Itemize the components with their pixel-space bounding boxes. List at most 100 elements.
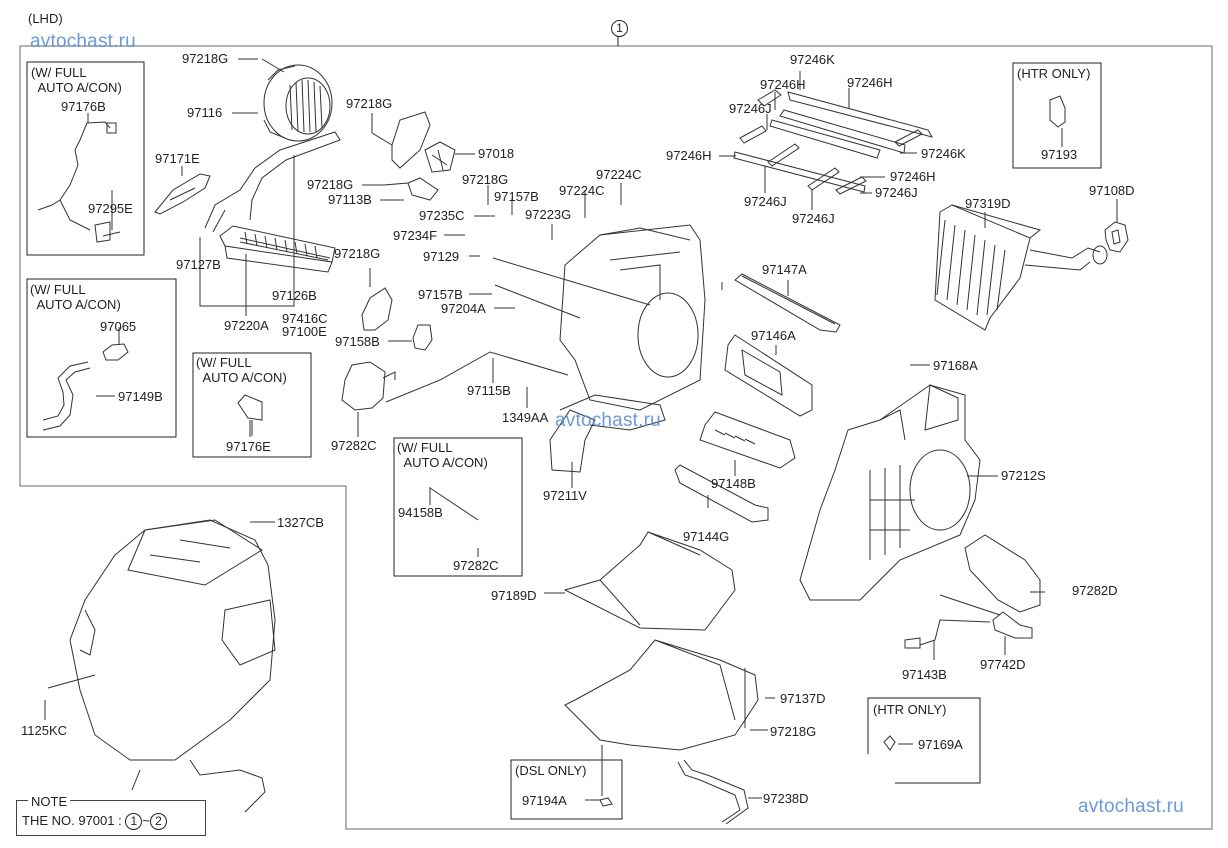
part-label[interactable]: 97220A bbox=[224, 318, 269, 333]
part-label[interactable]: 97193 bbox=[1041, 147, 1078, 162]
part-97113B-drawing bbox=[383, 177, 439, 201]
part-label[interactable]: 97065 bbox=[100, 319, 137, 334]
part-label[interactable]: 97116 bbox=[187, 105, 223, 120]
part-label[interactable]: 1327CB bbox=[277, 515, 324, 530]
option-box-title: (W/ FULL AUTO A/CON) bbox=[397, 440, 488, 470]
part-label[interactable]: 97137D bbox=[780, 691, 826, 706]
part-label[interactable]: 97246K bbox=[790, 52, 835, 67]
part-label[interactable]: 97176B bbox=[61, 99, 106, 114]
option-box-htr-only-2 bbox=[867, 697, 981, 784]
option-box-full-auto-1 bbox=[26, 61, 145, 256]
note-range-start: 1 bbox=[125, 813, 143, 830]
watermark: avtochast.ru bbox=[1078, 796, 1184, 817]
hose-97149B-drawing bbox=[42, 361, 91, 431]
option-box-title: (W/ FULL AUTO A/CON) bbox=[31, 65, 122, 95]
part-label[interactable]: 97169A bbox=[918, 737, 963, 752]
part-label[interactable]: 97211V bbox=[543, 488, 587, 503]
part-label[interactable]: 97194A bbox=[522, 793, 567, 808]
part-label[interactable]: 97224C bbox=[596, 167, 642, 182]
actuator-97416C-drawing bbox=[361, 268, 393, 331]
option-box-title: (HTR ONLY) bbox=[873, 702, 947, 717]
part-label[interactable]: 1125KC bbox=[21, 723, 68, 738]
part-label[interactable]: 97218G bbox=[182, 51, 229, 66]
actuator-97282C-drawing bbox=[341, 351, 569, 411]
part-label[interactable]: 1349AA bbox=[502, 410, 549, 425]
part-label[interactable]: 97212S bbox=[1001, 468, 1046, 483]
case-97212S-drawing bbox=[799, 384, 981, 601]
part-label[interactable]: 97234F bbox=[393, 228, 438, 243]
part-label[interactable]: 97127B bbox=[176, 257, 221, 272]
part-label[interactable]: 97218G bbox=[307, 177, 354, 192]
part-label[interactable]: 97147A bbox=[762, 262, 807, 277]
heater-pipe-drawing bbox=[204, 131, 341, 233]
part-label[interactable]: 97157B bbox=[418, 287, 463, 302]
part-label[interactable]: 97148B bbox=[711, 476, 756, 491]
part-label[interactable]: 97246H bbox=[666, 148, 712, 163]
actuator-plate-drawing bbox=[371, 111, 431, 169]
part-label[interactable]: 97282C bbox=[453, 558, 499, 573]
part-label[interactable]: 97146A bbox=[751, 328, 796, 343]
part-label[interactable]: 97018 bbox=[478, 146, 515, 161]
part-label[interactable]: 97224C bbox=[559, 183, 605, 198]
part-label[interactable]: 97144G bbox=[683, 529, 730, 544]
part-97169A-drawing bbox=[883, 735, 896, 751]
part-label[interactable]: 97129 bbox=[423, 249, 460, 264]
part-label[interactable]: 97246J bbox=[744, 194, 787, 209]
callout-number: 1 bbox=[611, 20, 628, 37]
part-label[interactable]: 97223G bbox=[525, 207, 572, 222]
part-label[interactable]: 97246J bbox=[792, 211, 835, 226]
note-prefix: THE NO. 97001 : bbox=[22, 813, 122, 828]
part-label[interactable]: 94158B bbox=[398, 505, 443, 520]
option-box-full-auto-4 bbox=[393, 437, 523, 577]
note-range-sep: ~ bbox=[142, 813, 150, 828]
part-label[interactable]: 97189D bbox=[491, 588, 537, 603]
part-label[interactable]: 97238D bbox=[763, 791, 809, 806]
part-label[interactable]: 97126B bbox=[272, 288, 317, 303]
drive-side-label: (LHD) bbox=[28, 11, 63, 26]
part-label[interactable]: 97218G bbox=[346, 96, 393, 111]
note-title: NOTE bbox=[28, 794, 71, 809]
part-label[interactable]: 97176E bbox=[226, 439, 271, 454]
part-label[interactable]: 97235C bbox=[419, 208, 465, 223]
part-label[interactable]: 97416C bbox=[282, 311, 328, 326]
part-label[interactable]: 97218G bbox=[462, 172, 509, 187]
part-label[interactable]: 97282C bbox=[331, 438, 377, 453]
part-label[interactable]: 97100E bbox=[282, 324, 327, 339]
duct-97282D-drawing bbox=[964, 534, 1041, 613]
part-97158B-drawing bbox=[412, 324, 433, 351]
part-label[interactable]: 97204A bbox=[441, 301, 486, 316]
part-label[interactable]: 97246J bbox=[729, 101, 772, 116]
part-label[interactable]: 97246H bbox=[847, 75, 893, 90]
part-label[interactable]: 97246H bbox=[760, 77, 806, 92]
door-97146A-drawing bbox=[724, 334, 813, 417]
wiring-97176B-drawing bbox=[37, 121, 111, 231]
part-label[interactable]: 97218G bbox=[334, 246, 381, 261]
watermark: avtochast.ru bbox=[555, 410, 661, 431]
part-label[interactable]: 97115B bbox=[467, 383, 511, 398]
part-label[interactable]: 97246H bbox=[890, 169, 936, 184]
part-97194A-drawing bbox=[599, 745, 613, 807]
part-label[interactable]: 97108D bbox=[1089, 183, 1135, 198]
part-label[interactable]: 97157B bbox=[494, 189, 539, 204]
part-97065-drawing bbox=[102, 343, 129, 361]
part-label[interactable]: 97246J bbox=[875, 185, 918, 200]
part-label[interactable]: 97295E bbox=[88, 201, 133, 216]
assembly-callout: 1 bbox=[611, 19, 628, 37]
part-label[interactable]: 97742D bbox=[980, 657, 1026, 672]
part-label[interactable]: 97282D bbox=[1072, 583, 1118, 598]
part-label[interactable]: 97168A bbox=[933, 358, 978, 373]
part-label[interactable]: 97149B bbox=[118, 389, 163, 404]
part-label[interactable]: 97143B bbox=[902, 667, 947, 682]
part-label[interactable]: 97246K bbox=[921, 146, 966, 161]
option-box-full-auto-2 bbox=[26, 278, 177, 438]
part-label[interactable]: 97319D bbox=[965, 196, 1011, 211]
part-label[interactable]: 97218G bbox=[770, 724, 817, 739]
part-label[interactable]: 97113B bbox=[328, 192, 372, 207]
part-label[interactable]: 97158B bbox=[335, 334, 380, 349]
frame-97144G-drawing bbox=[674, 464, 769, 523]
note-text: THE NO. 97001 : 1~2 bbox=[22, 813, 167, 830]
part-label[interactable]: 97171E bbox=[155, 151, 200, 166]
part-97742D-drawing bbox=[992, 611, 1033, 639]
option-box-full-auto-3 bbox=[192, 352, 312, 458]
